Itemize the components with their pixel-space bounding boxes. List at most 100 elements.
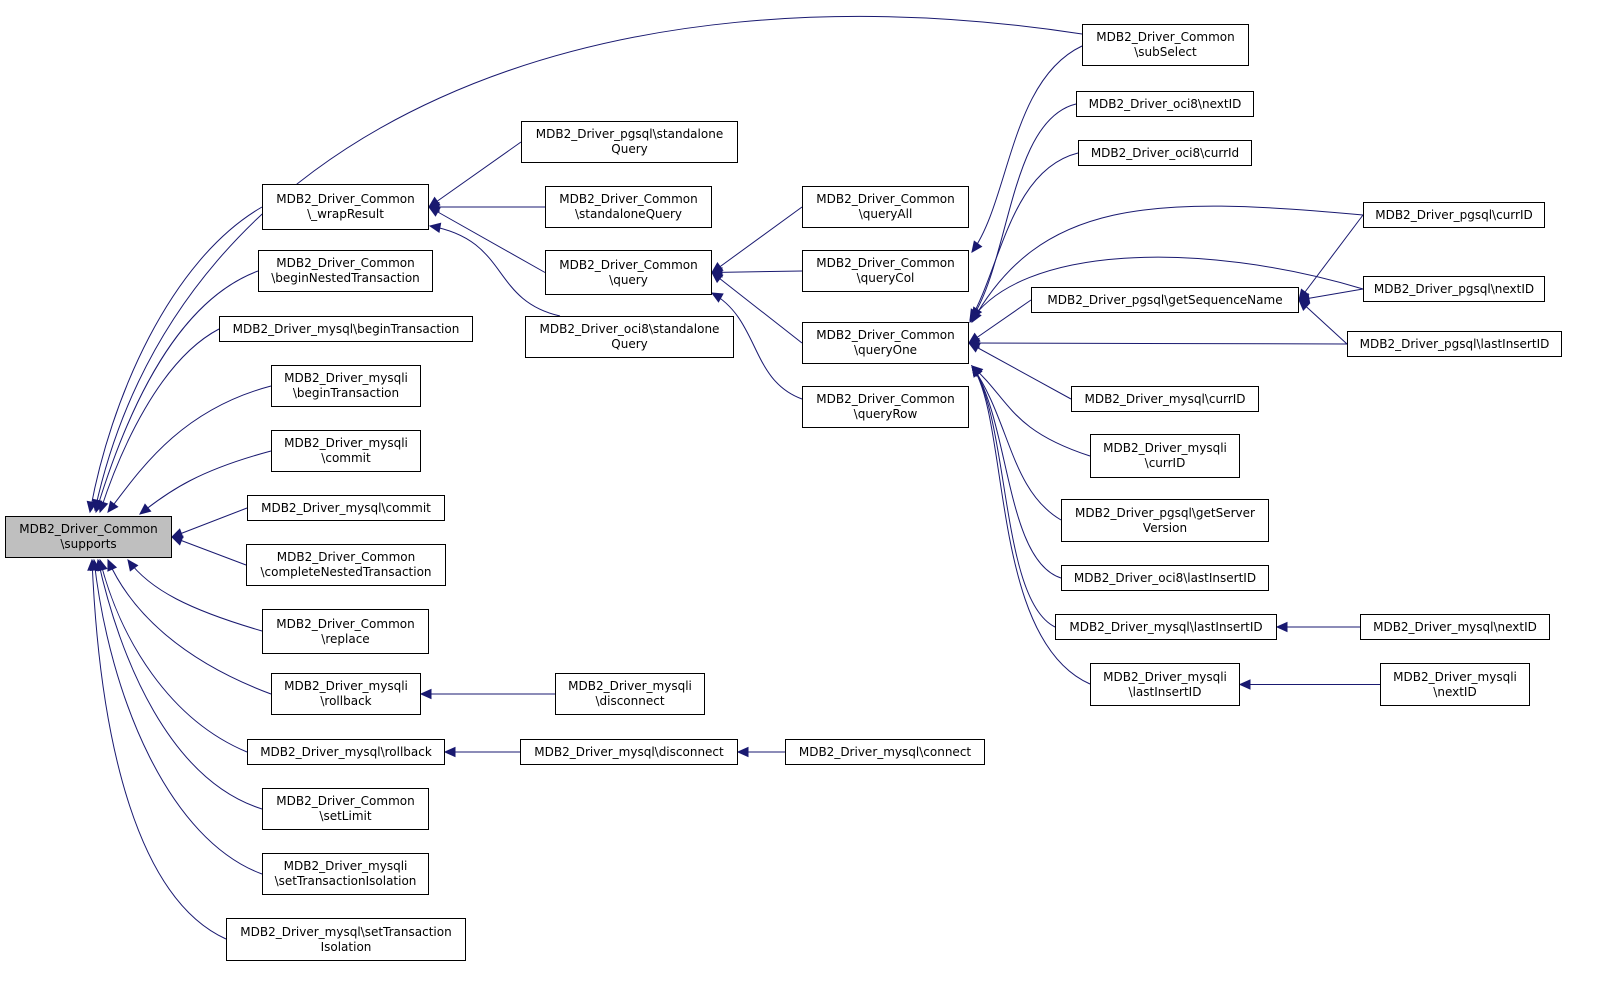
arrowhead	[967, 342, 981, 353]
node-mysqli-currid[interactable]: MDB2_Driver_mysqli\currID	[1090, 434, 1240, 478]
node-label-line: MDB2_Driver_Common	[276, 616, 415, 631]
edge-oci8_nextID-to-queryOne	[971, 103, 1077, 319]
node-mysql-nextid[interactable]: MDB2_Driver_mysql\nextID	[1360, 614, 1550, 640]
edge-pgsql_lastInsertID-to-queryOne	[968, 342, 1348, 345]
arrowhead	[107, 500, 119, 513]
node-mysqli-disconnect[interactable]: MDB2_Driver_mysqli\disconnect	[555, 673, 705, 715]
node-label-line: MDB2_Driver_mysql\lastInsertID	[1069, 619, 1263, 634]
node-label-line: MDB2_Driver_mysql\setTransaction	[240, 924, 452, 939]
node-label-line: MDB2_Driver_pgsql\getServer	[1075, 505, 1255, 520]
arrowhead	[107, 558, 118, 572]
node-setlimit[interactable]: MDB2_Driver_Common\setLimit	[262, 788, 429, 830]
node-wrapresult[interactable]: MDB2_Driver_Common\_wrapResult	[262, 184, 429, 230]
edge-oci8_currId-to-queryOne	[969, 152, 1079, 321]
node-queryone[interactable]: MDB2_Driver_Common\queryOne	[802, 322, 969, 364]
node-querycol[interactable]: MDB2_Driver_Common\queryCol	[802, 250, 969, 292]
node-pgsql-currid[interactable]: MDB2_Driver_pgsql\currID	[1363, 202, 1545, 228]
node-beginnestedtransaction[interactable]: MDB2_Driver_Common\beginNestedTransactio…	[258, 250, 433, 292]
node-label-line: \queryOne	[853, 343, 918, 357]
node-oci8-lastinsertid[interactable]: MDB2_Driver_oci8\lastInsertID	[1061, 565, 1269, 591]
node-pgsql-nextid[interactable]: MDB2_Driver_pgsql\nextID	[1363, 276, 1545, 302]
edge-pgsql_currID-to-queryOne	[971, 205, 1364, 323]
node-label-line: \beginNestedTransaction	[271, 271, 420, 285]
node-label-line: MDB2_Driver_mysqli	[284, 371, 408, 385]
arrowhead	[1275, 621, 1288, 633]
node-mysqli-settransactionisolation[interactable]: MDB2_Driver_mysqli\setTransactionIsolati…	[262, 853, 429, 895]
node-label-line: \beginTransaction	[292, 386, 400, 400]
node-label-line: MDB2_Driver_mysqli	[1393, 669, 1517, 684]
node-oci8-currid[interactable]: MDB2_Driver_oci8\currId	[1078, 140, 1252, 166]
node-oci8-nextid[interactable]: MDB2_Driver_oci8\nextID	[1076, 91, 1254, 117]
edge-mysqli_rollback-to-supports	[107, 559, 272, 695]
node-queryrow[interactable]: MDB2_Driver_Common\queryRow	[802, 386, 969, 428]
edge-pgsql_currID-to-pgsql_getSequenceName	[1298, 214, 1364, 301]
edge-mysql_beginTransaction-to-supports	[99, 328, 220, 513]
node-label-line: MDB2_Driver_mysql\currID	[1084, 391, 1246, 406]
node-label-line: MDB2_Driver_pgsql\getSequenceName	[1047, 292, 1283, 307]
edge-replace-to-supports	[127, 559, 263, 632]
node-query[interactable]: MDB2_Driver_Common\query	[545, 250, 712, 295]
node-label-line: MDB2_Driver_mysqli	[284, 436, 408, 450]
arrowhead	[971, 240, 983, 253]
edge-setLimit-to-supports	[97, 559, 263, 810]
edge-pgsql_getServerVersion-to-queryOne	[971, 365, 1062, 521]
edge-pgsql_standaloneQuery-to-wrapResult	[428, 141, 522, 208]
node-label-line: \commit	[321, 451, 371, 465]
node-label-line: MDB2_Driver_mysqli	[1103, 441, 1227, 455]
edge-queryCol-to-query	[711, 270, 803, 273]
node-pgsql-lastinsertid[interactable]: MDB2_Driver_pgsql\lastInsertID	[1347, 331, 1562, 357]
node-label-line: MDB2_Driver_mysql\beginTransaction	[232, 321, 460, 336]
node-label-line: \standaloneQuery	[574, 207, 683, 221]
node-label-line: MDB2_Driver_mysql\nextID	[1373, 619, 1537, 634]
node-label-line: MDB2_Driver_mysqli	[284, 679, 408, 693]
node-label-line: MDB2_Driver_oci8\lastInsertID	[1073, 570, 1257, 585]
arrowhead	[139, 503, 152, 515]
node-mysql-rollback[interactable]: MDB2_Driver_mysql\rollback	[247, 739, 445, 765]
node-mysqli-rollback[interactable]: MDB2_Driver_mysqli\rollback	[271, 673, 421, 715]
edge-wrapResult-to-supports	[89, 206, 263, 513]
node-mysqli-lastinsertid[interactable]: MDB2_Driver_mysqli\lastInsertID	[1090, 663, 1240, 706]
edge-queryRow-to-query	[711, 292, 803, 400]
node-mysqli-commit[interactable]: MDB2_Driver_mysqli\commit	[271, 430, 421, 472]
node-mysql-lastinsertid[interactable]: MDB2_Driver_mysql\lastInsertID	[1055, 614, 1277, 640]
edge-beginNestedTransaction-to-supports	[95, 270, 259, 513]
node-mysql-currid[interactable]: MDB2_Driver_mysql\currID	[1071, 386, 1259, 412]
node-mysqli-begintransaction[interactable]: MDB2_Driver_mysqli\beginTransaction	[271, 365, 421, 407]
edge-mysqli_lastInsertID-to-queryOne	[971, 365, 1091, 685]
node-queryall[interactable]: MDB2_Driver_Common\queryAll	[802, 186, 969, 228]
edge-completeNestedTransaction-to-supports	[171, 536, 247, 566]
node-mysql-commit[interactable]: MDB2_Driver_mysql\commit	[247, 495, 445, 521]
node-mysqli-nextid[interactable]: MDB2_Driver_mysqli\nextID	[1380, 663, 1530, 706]
node-mysql-begintransaction[interactable]: MDB2_Driver_mysql\beginTransaction	[219, 316, 473, 342]
node-subselect[interactable]: MDB2_Driver_Common\subSelect	[1082, 24, 1249, 66]
node-completenestedtransaction[interactable]: MDB2_Driver_Common\completeNestedTransac…	[246, 544, 446, 586]
node-label-line: MDB2_Driver_Common	[559, 257, 698, 272]
edge-mysql_currID-to-queryOne	[968, 342, 1072, 400]
node-mysql-disconnect[interactable]: MDB2_Driver_mysql\disconnect	[520, 739, 738, 765]
arrowhead	[170, 535, 184, 546]
node-label-line: \subSelect	[1134, 45, 1197, 59]
node-label-line: \completeNestedTransaction	[260, 565, 432, 579]
node-pgsql-getsequencename[interactable]: MDB2_Driver_pgsql\getSequenceName	[1031, 287, 1299, 313]
arrowhead	[419, 688, 432, 700]
node-replace[interactable]: MDB2_Driver_Common\replace	[262, 609, 429, 654]
node-mysql-connect[interactable]: MDB2_Driver_mysql\connect	[785, 739, 985, 765]
node-label-line: MDB2_Driver_Common	[1096, 30, 1235, 44]
node-label-line: MDB2_Driver_Common	[559, 192, 698, 206]
node-label-line: MDB2_Driver_Common	[276, 192, 415, 206]
arrowhead	[1298, 299, 1311, 311]
edge-mysql_setTransactionIsolation-to-supports	[91, 559, 227, 940]
edge-mysql_rollback-to-supports	[99, 559, 248, 753]
node-common-standalonequery[interactable]: MDB2_Driver_Common\standaloneQuery	[545, 186, 712, 228]
edge-subSelect-to-queryCol	[971, 45, 1083, 253]
edge-pgsql_nextID-to-pgsql_getSequenceName	[1298, 288, 1364, 301]
edge-subSelect-to-supports	[94, 15, 1083, 511]
node-label-line: MDB2_Driver_mysqli	[283, 859, 408, 873]
node-label-line: \queryRow	[853, 407, 918, 421]
